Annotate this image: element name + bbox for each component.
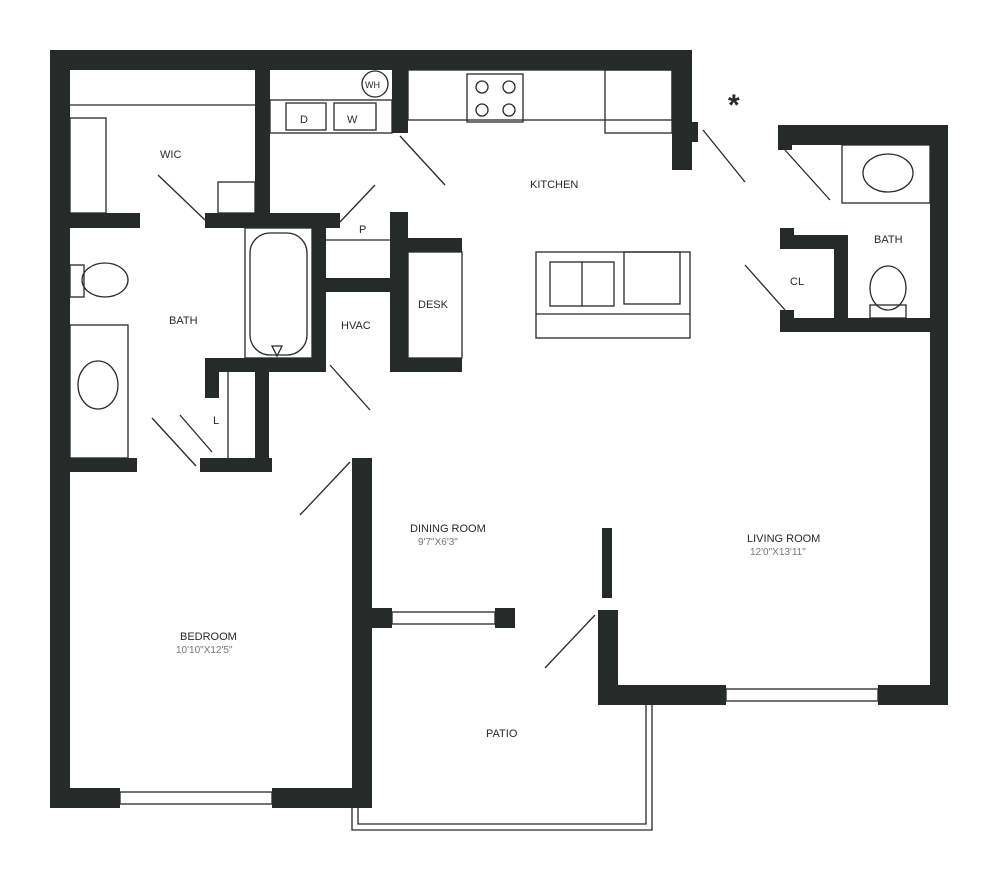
patio-outline bbox=[351, 705, 653, 831]
dishwasher bbox=[623, 251, 681, 305]
bathtub bbox=[244, 227, 313, 359]
label-patio: PATIO bbox=[486, 728, 518, 740]
toilet bbox=[81, 262, 129, 298]
label-dining: DINING ROOM bbox=[410, 523, 486, 535]
doors bbox=[151, 129, 831, 669]
label-kitchen: KITCHEN bbox=[530, 179, 578, 191]
vanity bbox=[69, 324, 129, 459]
living-size: 12'0"X13'11" bbox=[750, 547, 806, 558]
windows bbox=[119, 611, 879, 805]
label-dryer: D bbox=[300, 114, 308, 126]
label-living: LIVING ROOM bbox=[747, 533, 820, 545]
label-bedroom: BEDROOM bbox=[180, 631, 237, 643]
water-heater bbox=[361, 70, 389, 98]
label-washer: W bbox=[347, 114, 358, 126]
label-bath: BATH bbox=[169, 315, 198, 327]
washer bbox=[333, 102, 377, 131]
bedroom-size: 10'10"X12'5" bbox=[176, 645, 233, 656]
label-wic: WIC bbox=[160, 149, 181, 161]
dining-size: 9'7"X6'3" bbox=[418, 537, 458, 548]
label-desk: DESK bbox=[418, 299, 449, 311]
entry-marker: * bbox=[728, 89, 740, 122]
vanity-2 bbox=[841, 144, 931, 204]
fixtures bbox=[69, 69, 931, 459]
label-bath-2: BATH bbox=[874, 234, 903, 246]
label-pantry: P bbox=[359, 224, 366, 236]
stove bbox=[466, 73, 524, 123]
label-water-heater: WH bbox=[365, 80, 380, 90]
label-linen: L bbox=[213, 415, 219, 427]
dryer bbox=[285, 102, 327, 131]
toilet-2 bbox=[869, 265, 907, 311]
label-hvac: HVAC bbox=[341, 320, 371, 332]
walls bbox=[50, 50, 948, 808]
label-closet: CL bbox=[790, 276, 804, 288]
fridge bbox=[604, 69, 673, 134]
desk bbox=[407, 251, 463, 359]
kitchen-island bbox=[535, 251, 691, 339]
